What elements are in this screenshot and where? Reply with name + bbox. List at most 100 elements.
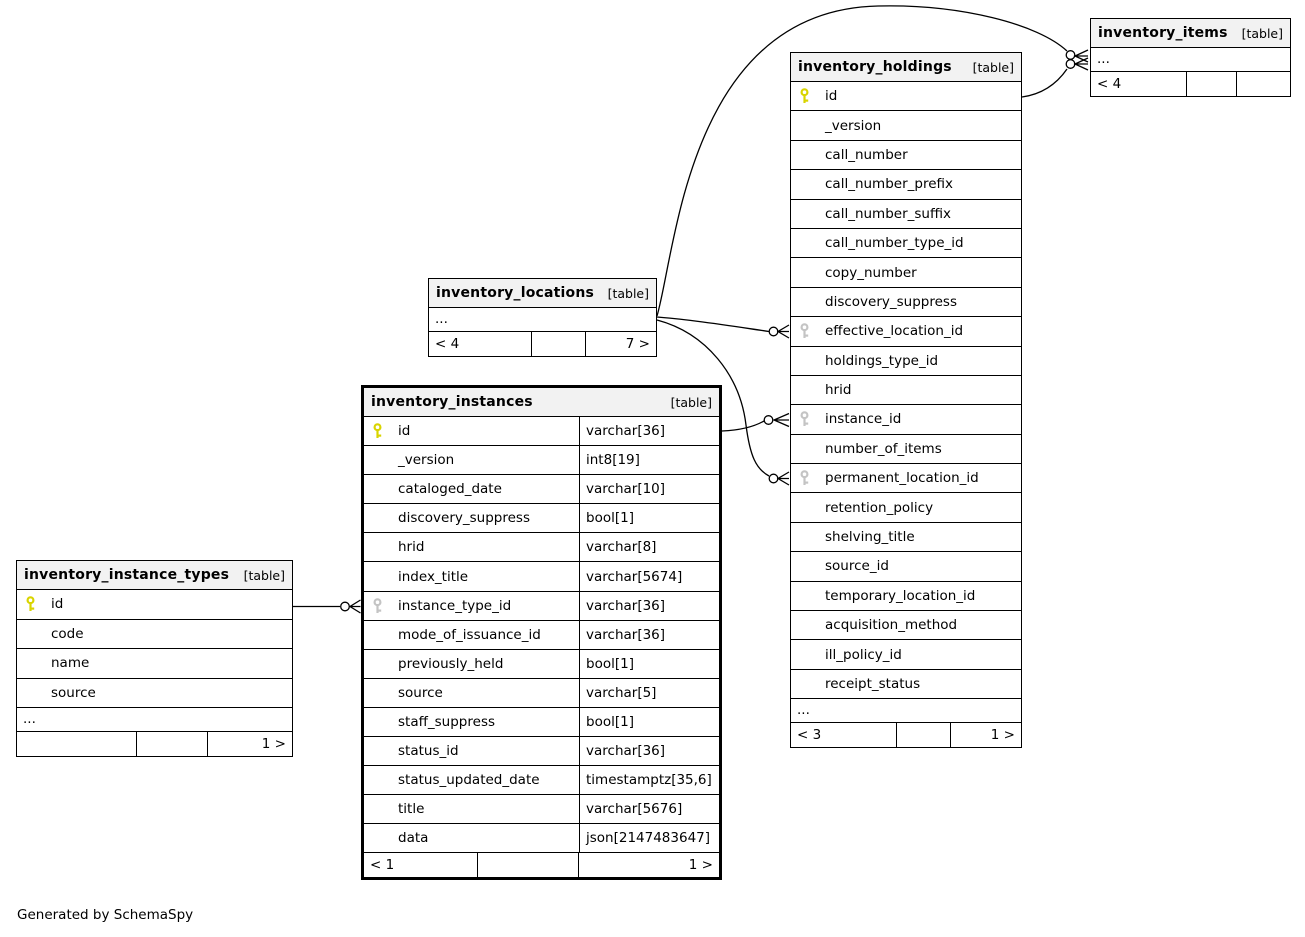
column-row[interactable]: copy_number — [791, 258, 1021, 288]
table-header-inventory-instances[interactable]: inventory_instances [table] — [364, 388, 719, 417]
children-count — [1236, 71, 1290, 96]
table-inventory-items[interactable]: inventory_items [table] ... < 4 — [1090, 18, 1291, 97]
column-row[interactable]: hrid varchar[8] — [364, 533, 719, 563]
key-icon — [373, 423, 382, 439]
column-name: shelving_title — [825, 529, 915, 546]
column-type: bool[1] — [579, 707, 719, 737]
column-row[interactable]: id varchar[36] — [364, 417, 719, 447]
column-row[interactable]: instance_type_id varchar[36] — [364, 591, 719, 621]
column-row[interactable]: source_id — [791, 552, 1021, 582]
column-type: varchar[36] — [579, 417, 719, 446]
column-row[interactable]: index_title varchar[5674] — [364, 562, 719, 592]
table-header-inventory-locations[interactable]: inventory_locations [table] — [429, 279, 656, 308]
column-type: varchar[5676] — [579, 795, 719, 824]
column-name: source — [51, 684, 96, 701]
column-row[interactable]: number_of_items — [791, 434, 1021, 465]
table-header-inventory-holdings[interactable]: inventory_holdings [table] — [791, 53, 1021, 82]
column-type: varchar[36] — [579, 591, 719, 620]
column-row[interactable]: id — [17, 590, 292, 620]
key-icon — [800, 88, 809, 104]
column-row[interactable]: acquisition_method — [791, 611, 1021, 641]
column-row[interactable]: discovery_suppress bool[1] — [364, 504, 719, 534]
footer-mid-cell — [1186, 71, 1236, 96]
more-columns-row: ... — [429, 308, 656, 332]
column-row[interactable]: hrid — [791, 375, 1021, 406]
table-tag: [table] — [1241, 25, 1283, 41]
column-row[interactable]: cataloged_date varchar[10] — [364, 475, 719, 505]
table-footer: < 1 1 > — [364, 853, 719, 878]
column-row[interactable]: source varchar[5] — [364, 678, 719, 708]
column-row[interactable]: status_id varchar[36] — [364, 737, 719, 767]
column-row[interactable]: call_number_suffix — [791, 199, 1021, 229]
column-name: source — [398, 684, 443, 701]
table-name: inventory_items — [1098, 25, 1228, 41]
column-row[interactable]: source — [17, 678, 292, 708]
column-row[interactable]: shelving_title — [791, 522, 1021, 553]
table-footer: < 4 7 > — [429, 331, 656, 356]
column-row[interactable]: instance_id — [791, 405, 1021, 435]
more-columns-row: ... — [791, 699, 1021, 723]
column-row[interactable]: previously_held bool[1] — [364, 649, 719, 679]
column-row[interactable]: call_number_type_id — [791, 228, 1021, 259]
column-type: varchar[5] — [579, 678, 719, 707]
column-row[interactable]: _version — [791, 111, 1021, 141]
column-name: title — [398, 801, 425, 818]
column-row[interactable]: call_number — [791, 140, 1021, 171]
key-icon — [800, 411, 809, 427]
column-row[interactable]: temporary_location_id — [791, 581, 1021, 612]
column-type: varchar[36] — [579, 620, 719, 649]
column-row[interactable]: discovery_suppress — [791, 287, 1021, 318]
column-name: code — [51, 625, 84, 642]
column-name: permanent_location_id — [825, 470, 979, 487]
column-row[interactable]: call_number_prefix — [791, 170, 1021, 200]
column-name: call_number — [825, 146, 908, 163]
table-name: inventory_instance_types — [24, 567, 230, 583]
key-icon — [26, 596, 35, 612]
footer-mid-cell — [477, 853, 578, 878]
column-row[interactable]: _version int8[19] — [364, 446, 719, 476]
column-name: previously_held — [398, 655, 504, 672]
column-name: _version — [398, 452, 455, 469]
column-type: json[2147483647] — [579, 824, 719, 853]
key-icon — [373, 597, 382, 613]
column-row[interactable]: retention_policy — [791, 493, 1021, 523]
table-header-inventory-instance-types[interactable]: inventory_instance_types [table] — [17, 561, 292, 590]
column-name: id — [398, 423, 411, 440]
table-inventory-locations[interactable]: inventory_locations [table] ... < 4 7 > — [428, 278, 657, 357]
children-count: 7 > — [585, 331, 656, 356]
parents-count — [17, 732, 136, 756]
column-row[interactable]: staff_suppress bool[1] — [364, 707, 719, 738]
table-name: inventory_locations — [436, 285, 595, 301]
column-name: id — [51, 596, 64, 613]
column-row[interactable]: status_updated_date timestamptz[35,6] — [364, 766, 719, 796]
children-count: 1 > — [950, 722, 1021, 747]
column-name: index_title — [398, 568, 469, 585]
column-name: call_number_suffix — [825, 205, 952, 222]
column-name: data — [398, 830, 429, 847]
column-row[interactable]: name — [17, 649, 292, 679]
column-row[interactable]: ill_policy_id — [791, 640, 1021, 670]
table-footer: < 3 1 > — [791, 722, 1021, 747]
table-header-inventory-items[interactable]: inventory_items [table] — [1091, 19, 1290, 48]
table-inventory-holdings[interactable]: inventory_holdings [table] id _version — [790, 52, 1022, 748]
column-row[interactable]: id — [791, 82, 1021, 112]
column-name: source_id — [825, 558, 889, 575]
table-inventory-instance-types[interactable]: inventory_instance_types [table] id code — [16, 560, 293, 757]
column-row[interactable]: data json[2147483647] — [364, 824, 719, 854]
column-row[interactable]: receipt_status — [791, 669, 1021, 700]
column-row[interactable]: permanent_location_id — [791, 464, 1021, 494]
parents-count: < 3 — [797, 726, 822, 743]
key-icon — [800, 470, 809, 486]
column-name: call_number_prefix — [825, 176, 954, 193]
column-name: name — [51, 655, 90, 672]
column-row[interactable]: effective_location_id — [791, 317, 1021, 347]
table-name: inventory_holdings — [798, 59, 952, 75]
column-row[interactable]: holdings_type_id — [791, 346, 1021, 376]
column-row[interactable]: title varchar[5676] — [364, 795, 719, 825]
column-row[interactable]: code — [17, 619, 292, 649]
table-inventory-instances[interactable]: inventory_instances [table] id varchar[3… — [361, 385, 722, 881]
column-row[interactable]: mode_of_issuance_id varchar[36] — [364, 620, 719, 650]
edge-locations-to-holdings-effective — [656, 316, 790, 339]
column-name: mode_of_issuance_id — [398, 626, 541, 643]
column-name: holdings_type_id — [825, 352, 939, 369]
